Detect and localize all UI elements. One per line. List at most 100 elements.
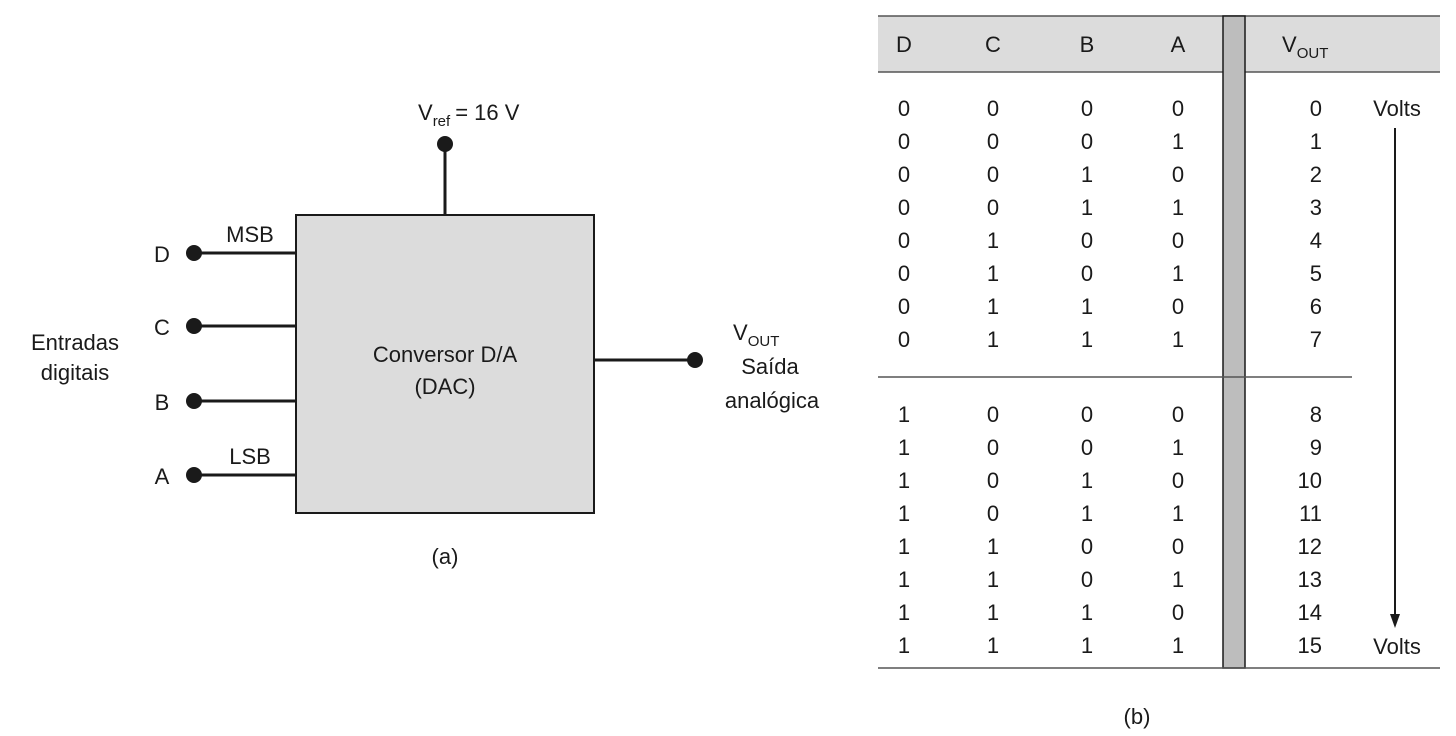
cell-c: 0 (987, 501, 999, 526)
cell-vout: 14 (1298, 600, 1322, 625)
cell-d: 1 (898, 435, 910, 460)
cell-b: 1 (1081, 327, 1093, 352)
cell-d: 0 (898, 327, 910, 352)
table-row: 0 0 0 1 1 (898, 129, 1322, 154)
cell-c: 1 (987, 633, 999, 658)
cell-c: 1 (987, 567, 999, 592)
cell-d: 1 (898, 600, 910, 625)
vref-label: Vref= 16 V (418, 100, 520, 130)
volts-label-top: Volts (1373, 96, 1421, 121)
cell-vout: 13 (1298, 567, 1322, 592)
header-c: C (985, 32, 1001, 57)
header-a: A (1171, 32, 1186, 57)
input-terminal-b (186, 393, 202, 409)
cell-a: 1 (1172, 633, 1184, 658)
cell-b: 1 (1081, 633, 1093, 658)
cell-vout: 2 (1310, 162, 1322, 187)
cell-c: 1 (987, 294, 999, 319)
cell-d: 0 (898, 96, 910, 121)
cell-vout: 0 (1310, 96, 1322, 121)
input-terminal-d (186, 245, 202, 261)
cell-a: 1 (1172, 327, 1184, 352)
cell-vout: 5 (1310, 261, 1322, 286)
header-vout-subscript: OUT (1297, 45, 1329, 62)
cell-vout: 12 (1298, 534, 1322, 559)
input-terminal-c (186, 318, 202, 334)
cell-d: 0 (898, 129, 910, 154)
cell-b: 1 (1081, 195, 1093, 220)
cell-d: 0 (898, 294, 910, 319)
output-label-line2: Saída (741, 354, 799, 379)
cell-b: 0 (1081, 534, 1093, 559)
input-label-a: A (155, 464, 170, 489)
table-header-band (878, 16, 1440, 72)
cell-a: 0 (1172, 294, 1184, 319)
vref-terminal (437, 136, 453, 152)
cell-vout: 8 (1310, 402, 1322, 427)
cell-b: 0 (1081, 402, 1093, 427)
vout-label: VOUT (733, 320, 779, 350)
increasing-arrow-head (1390, 614, 1400, 628)
dac-label-line2: (DAC) (414, 374, 475, 399)
lsb-label: LSB (229, 444, 271, 469)
cell-d: 1 (898, 501, 910, 526)
header-vout-symbol: V (1282, 32, 1297, 57)
cell-a: 0 (1172, 402, 1184, 427)
cell-b: 1 (1081, 501, 1093, 526)
vout-subscript: OUT (748, 333, 780, 350)
cell-c: 0 (987, 195, 999, 220)
cell-a: 0 (1172, 162, 1184, 187)
cell-a: 0 (1172, 96, 1184, 121)
cell-vout: 6 (1310, 294, 1322, 319)
cell-a: 1 (1172, 129, 1184, 154)
cell-c: 0 (987, 129, 999, 154)
cell-vout: 3 (1310, 195, 1322, 220)
header-d: D (896, 32, 912, 57)
cell-d: 1 (898, 633, 910, 658)
cell-b: 1 (1081, 294, 1093, 319)
cell-d: 0 (898, 195, 910, 220)
cell-b: 0 (1081, 129, 1093, 154)
cell-c: 0 (987, 402, 999, 427)
cell-vout: 1 (1310, 129, 1322, 154)
cell-a: 0 (1172, 468, 1184, 493)
input-label-d: D (154, 242, 170, 267)
volts-label-bottom: Volts (1373, 634, 1421, 659)
cell-c: 0 (987, 96, 999, 121)
cell-a: 0 (1172, 600, 1184, 625)
table-column-separator (1222, 15, 1246, 669)
cell-a: 0 (1172, 228, 1184, 253)
cell-b: 0 (1081, 567, 1093, 592)
vref-subscript: ref (433, 113, 451, 130)
cell-vout: 10 (1298, 468, 1322, 493)
cell-b: 1 (1081, 468, 1093, 493)
cell-vout: 9 (1310, 435, 1322, 460)
cell-vout: 7 (1310, 327, 1322, 352)
cell-d: 0 (898, 162, 910, 187)
input-label-c: C (154, 315, 170, 340)
cell-b: 0 (1081, 435, 1093, 460)
cell-b: 1 (1081, 162, 1093, 187)
cell-d: 0 (898, 261, 910, 286)
cell-c: 0 (987, 468, 999, 493)
panel-a: Vref= 16 V Conversor D/A (DAC) D C B A M… (31, 100, 820, 569)
cell-c: 1 (987, 261, 999, 286)
caption-b: (b) (1124, 704, 1151, 729)
cell-a: 0 (1172, 534, 1184, 559)
vref-symbol: V (418, 100, 433, 125)
cell-c: 0 (987, 162, 999, 187)
